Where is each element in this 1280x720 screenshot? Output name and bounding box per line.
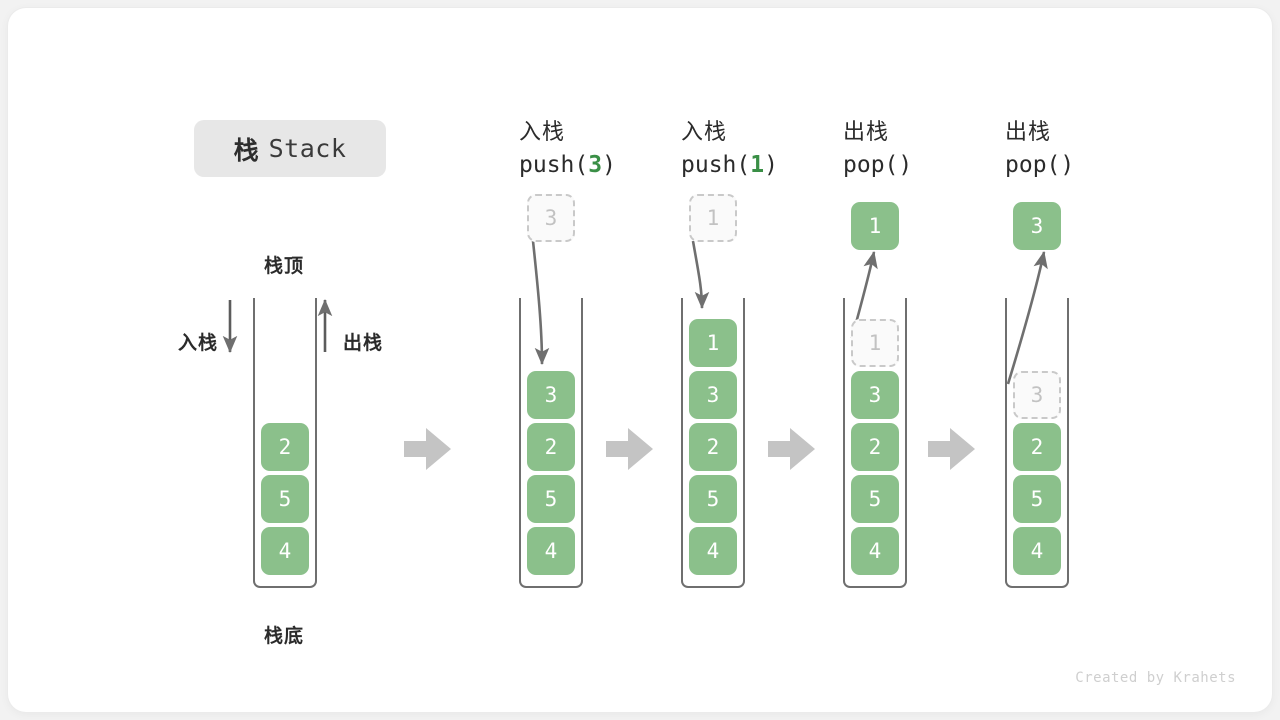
op-caption-code: pop() bbox=[1005, 152, 1074, 178]
op-caption-push-3: 入栈 push(3) bbox=[519, 114, 616, 178]
stack-container bbox=[843, 298, 907, 588]
op-code-arg: 1 bbox=[750, 152, 765, 178]
op-code-suffix: ) bbox=[764, 152, 778, 178]
arrow-overlay bbox=[222, 240, 1048, 470]
label-pop-direction: 出栈 bbox=[343, 333, 384, 354]
title-en: Stack bbox=[268, 134, 347, 163]
stack-element: 2 bbox=[527, 423, 575, 471]
stack-element: 3 bbox=[851, 371, 899, 419]
label-push-direction: 入栈 bbox=[178, 333, 219, 354]
stack-element: 3 bbox=[527, 371, 575, 419]
floating-element: 1 bbox=[689, 194, 737, 242]
watermark: Created by Krahets bbox=[1075, 670, 1236, 686]
op-code-suffix: ) bbox=[898, 152, 913, 178]
stack-element: 2 bbox=[261, 423, 309, 471]
floating-element: 3 bbox=[1013, 202, 1061, 250]
op-caption-code: push(3) bbox=[519, 152, 616, 178]
op-code-arg: 3 bbox=[588, 152, 603, 178]
op-caption-push-1: 入栈 push(1) bbox=[681, 114, 778, 178]
flow-arrow-3 bbox=[768, 428, 815, 470]
stack-element: 4 bbox=[1013, 527, 1061, 575]
stack-container bbox=[1005, 298, 1069, 588]
stack-element: 2 bbox=[689, 423, 737, 471]
op-caption-pop-1: 出栈 pop() bbox=[843, 114, 912, 178]
stack-element: 5 bbox=[1013, 475, 1061, 523]
diagram-card: 栈 Stack bbox=[8, 8, 1272, 712]
stack-element: 4 bbox=[689, 527, 737, 575]
removed-element: 1 bbox=[851, 319, 899, 367]
floating-element: 3 bbox=[527, 194, 575, 242]
stack-element: 5 bbox=[689, 475, 737, 523]
stack-element: 4 bbox=[527, 527, 575, 575]
op-code-prefix: pop( bbox=[1005, 152, 1061, 178]
stack-element: 5 bbox=[261, 475, 309, 523]
stack-container bbox=[519, 298, 583, 588]
op-code-suffix: ) bbox=[1060, 152, 1075, 178]
op-code-prefix: push( bbox=[681, 152, 751, 178]
stack-element: 3 bbox=[689, 371, 737, 419]
stack-element: 2 bbox=[1013, 423, 1061, 471]
label-stack-top: 栈顶 bbox=[264, 256, 305, 277]
stack-container bbox=[253, 298, 317, 588]
stack-element: 2 bbox=[851, 423, 899, 471]
floating-element: 1 bbox=[851, 202, 899, 250]
op-code-prefix: push( bbox=[519, 152, 589, 178]
stack-element: 1 bbox=[689, 319, 737, 367]
op-caption-code: push(1) bbox=[681, 152, 778, 178]
op-code-prefix: pop( bbox=[843, 152, 899, 178]
stack-element: 4 bbox=[851, 527, 899, 575]
flow-arrow-2 bbox=[606, 428, 653, 470]
removed-element: 3 bbox=[1013, 371, 1061, 419]
diagram-title: 栈 Stack bbox=[194, 120, 386, 177]
stack-element: 4 bbox=[261, 527, 309, 575]
stack-element: 5 bbox=[851, 475, 899, 523]
op-caption-cn: 入栈 bbox=[681, 119, 728, 144]
stack-container bbox=[681, 298, 745, 588]
flow-arrow-4 bbox=[928, 428, 975, 470]
op-caption-pop-3: 出栈 pop() bbox=[1005, 114, 1074, 178]
op-caption-cn: 出栈 bbox=[1005, 119, 1052, 144]
op-caption-cn: 出栈 bbox=[843, 119, 890, 144]
op-caption-cn: 入栈 bbox=[519, 119, 566, 144]
op-caption-code: pop() bbox=[843, 152, 912, 178]
flow-arrow-1 bbox=[404, 428, 451, 470]
op-code-suffix: ) bbox=[602, 152, 616, 178]
stack-element: 5 bbox=[527, 475, 575, 523]
label-stack-bottom: 栈底 bbox=[264, 626, 305, 647]
title-cn: 栈 bbox=[233, 136, 260, 165]
